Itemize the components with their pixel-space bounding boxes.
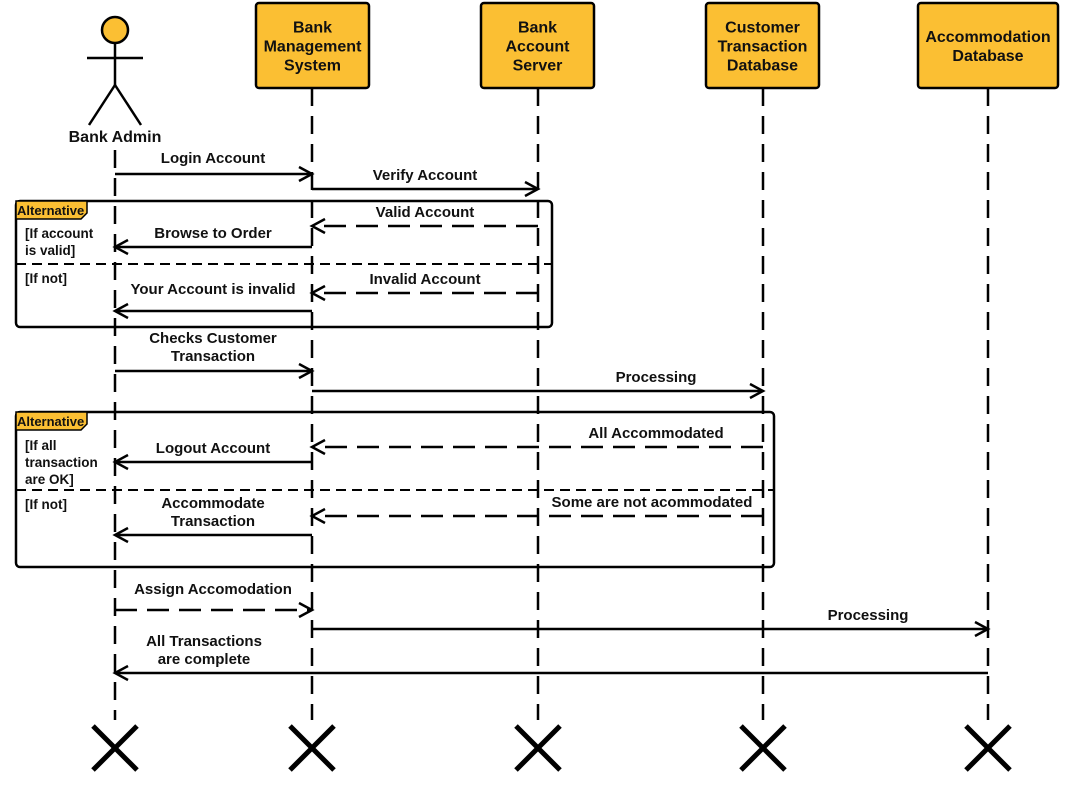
fragment-guard: [If not] bbox=[25, 497, 67, 512]
message-arrowhead bbox=[298, 165, 315, 183]
message-m4: Browse to Order bbox=[112, 225, 312, 256]
message-label: Accommodate bbox=[161, 495, 264, 512]
message-arrowhead bbox=[524, 180, 541, 198]
participant-label: Accommodation bbox=[925, 29, 1050, 46]
participant-label: Database bbox=[952, 48, 1023, 65]
message-m11: Some are not acommodated bbox=[309, 494, 763, 525]
destroy-bms-icon bbox=[288, 724, 336, 772]
message-arrowhead bbox=[112, 526, 129, 544]
message-label: Transaction bbox=[171, 513, 255, 530]
message-label: Transaction bbox=[171, 348, 255, 365]
fragment-guard: is valid] bbox=[25, 243, 75, 258]
participant-label: Transaction bbox=[718, 39, 808, 56]
fragment-guard: [If account bbox=[25, 226, 94, 241]
participant-label: Bank Admin bbox=[69, 129, 162, 146]
participant-box bbox=[916, 1, 1060, 90]
message-m3: Valid Account bbox=[309, 204, 538, 235]
participant-admin: Bank Admin bbox=[69, 15, 162, 146]
participant-label: Account bbox=[506, 39, 571, 56]
message-arrowhead bbox=[974, 620, 991, 638]
fragment-operator-label: Alternative bbox=[17, 414, 84, 429]
message-m1: Login Account bbox=[115, 150, 315, 183]
participant-label: Server bbox=[513, 58, 563, 75]
fragment-guard: are OK] bbox=[25, 472, 74, 487]
message-label: Processing bbox=[828, 607, 909, 624]
fragment-alt2: Alternative [If all transaction are OK] [If … bbox=[14, 410, 776, 569]
message-arrowhead bbox=[112, 664, 129, 682]
message-label: Your Account is invalid bbox=[130, 281, 295, 298]
message-label: Browse to Order bbox=[154, 225, 272, 242]
destroy-ctd-icon bbox=[739, 724, 787, 772]
message-label: All Accommodated bbox=[588, 425, 723, 442]
participant-label: Bank bbox=[293, 20, 332, 37]
message-m14: Processing bbox=[312, 607, 991, 638]
fragment-operator-label: Alternative bbox=[17, 203, 84, 218]
message-m9: All Accommodated bbox=[309, 425, 763, 456]
message-arrowhead bbox=[112, 453, 129, 471]
message-arrowhead bbox=[309, 217, 326, 235]
message-arrowhead bbox=[112, 302, 129, 320]
message-arrowhead bbox=[298, 601, 315, 619]
message-m10: Logout Account bbox=[112, 440, 312, 471]
participant-label: Bank bbox=[518, 20, 557, 37]
message-label: Valid Account bbox=[376, 204, 475, 221]
message-label: Invalid Account bbox=[369, 271, 480, 288]
message-label: Logout Account bbox=[156, 440, 270, 457]
message-label: Login Account bbox=[161, 150, 265, 167]
fragment-guard: [If not] bbox=[25, 271, 67, 286]
message-arrowhead bbox=[309, 438, 326, 456]
message-m2: Verify Account bbox=[312, 167, 541, 198]
participant-label: Database bbox=[727, 58, 798, 75]
fragment-operator-tag bbox=[15, 411, 88, 431]
destroy-bas-icon bbox=[514, 724, 562, 772]
message-label: Processing bbox=[616, 369, 697, 386]
participant-box bbox=[479, 1, 596, 90]
message-arrowhead bbox=[112, 238, 129, 256]
message-arrowhead bbox=[309, 284, 326, 302]
message-arrowhead bbox=[309, 507, 326, 525]
message-label: All Transactions bbox=[146, 633, 262, 650]
message-label: Checks Customer bbox=[149, 330, 277, 347]
participant-box bbox=[704, 1, 821, 90]
fragment-guard: transaction bbox=[25, 455, 98, 470]
message-m5: Invalid Account bbox=[309, 271, 538, 302]
participant-label: Management bbox=[264, 39, 362, 56]
fragment-alt1: Alternative [If account is valid] [If not] bbox=[14, 199, 554, 329]
participant-box bbox=[254, 1, 371, 90]
fragment-operator-tag bbox=[15, 200, 88, 220]
participant-label: Customer bbox=[725, 20, 800, 37]
message-m6: Your Account is invalid bbox=[112, 281, 312, 320]
participant-label: System bbox=[284, 58, 341, 75]
message-label: Assign Accomodation bbox=[134, 581, 292, 598]
message-m13: Assign Accomodation bbox=[115, 581, 315, 619]
message-label: Some are not acommodated bbox=[552, 494, 753, 511]
destroy-admin-icon bbox=[91, 724, 139, 772]
message-m8: Processing bbox=[312, 369, 766, 400]
message-arrowhead bbox=[749, 382, 766, 400]
actor-icon bbox=[87, 15, 143, 126]
message-label: are complete bbox=[158, 651, 251, 668]
destroy-adb-icon bbox=[964, 724, 1012, 772]
fragment-guard: [If all bbox=[25, 438, 57, 453]
message-label: Verify Account bbox=[373, 167, 477, 184]
message-arrowhead bbox=[298, 362, 315, 380]
